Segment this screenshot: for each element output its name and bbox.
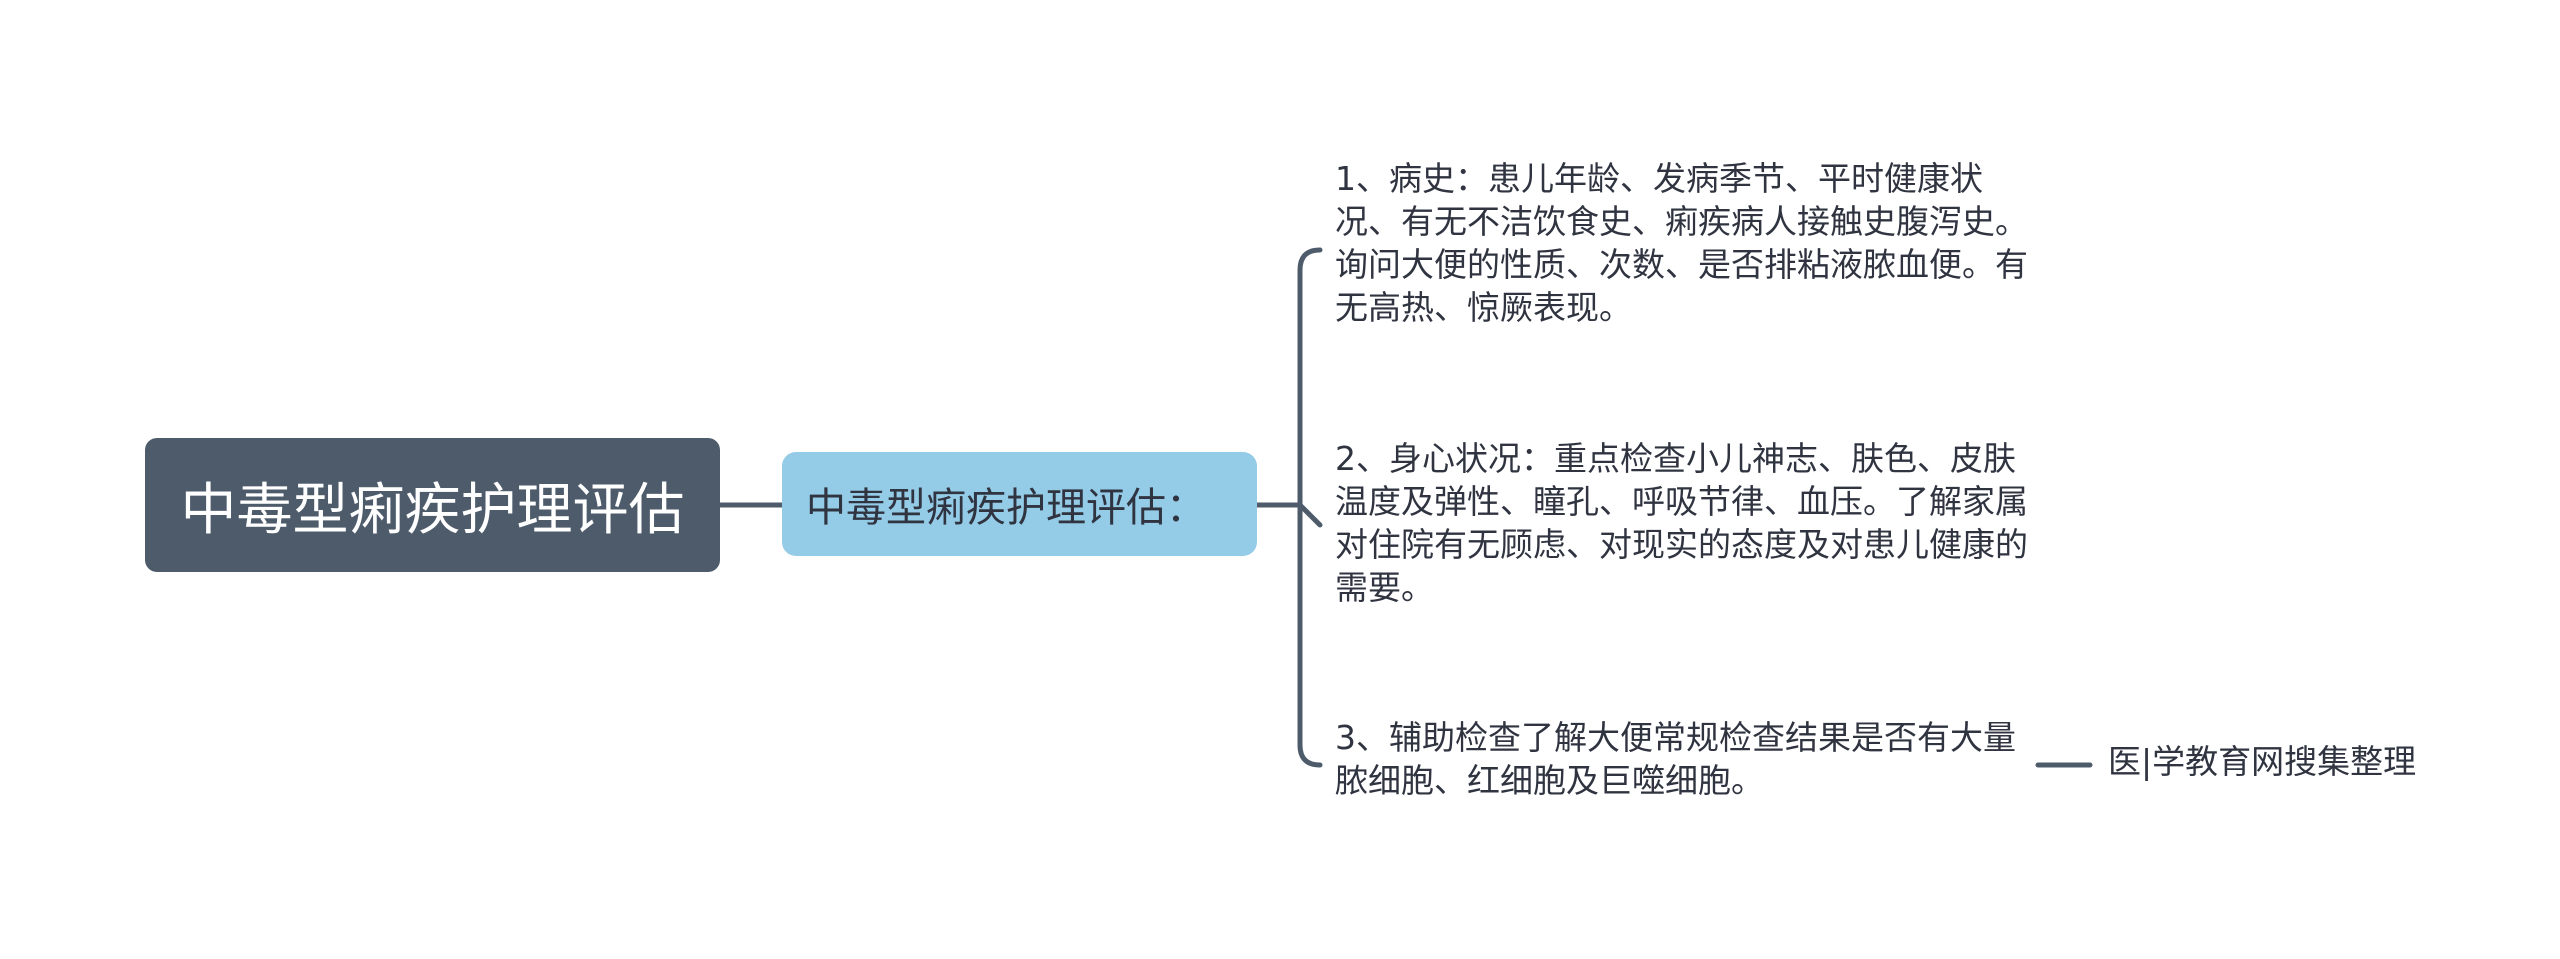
source-note[interactable]: 医|学教育网搜集整理 bbox=[2108, 740, 2416, 783]
leaf-topic-auxiliary-exam-text: 3、辅助检查了解大便常规检查结果是否有大量脓细胞、红细胞及巨噬细胞。 bbox=[1335, 718, 2016, 800]
leaf-topic-physical-mental-status-text: 2、身心状况：重点检查小儿神志、肤色、皮肤温度及弹性、瞳孔、呼吸节律、血压。了解… bbox=[1335, 439, 2028, 607]
subtopic-node[interactable]: 中毒型痢疾护理评估： bbox=[782, 452, 1257, 556]
leaf-topic-history[interactable]: 1、病史：患儿年龄、发病季节、平时健康状况、有无不洁饮食史、痢疾病人接触史腹泻史… bbox=[1335, 157, 2035, 329]
subtopic-label: 中毒型痢疾护理评估： bbox=[806, 485, 1206, 531]
leaf-topic-auxiliary-exam[interactable]: 3、辅助检查了解大便常规检查结果是否有大量脓细胞、红细胞及巨噬细胞。 bbox=[1335, 716, 2035, 802]
leaf-topic-physical-mental-status[interactable]: 2、身心状况：重点检查小儿神志、肤色、皮肤温度及弹性、瞳孔、呼吸节律、血压。了解… bbox=[1335, 437, 2035, 609]
branch-bracket bbox=[1297, 247, 1323, 768]
root-topic[interactable]: 中毒型痢疾护理评估 bbox=[145, 438, 720, 572]
source-note-text: 医|学教育网搜集整理 bbox=[2108, 742, 2417, 781]
root-topic-label: 中毒型痢疾护理评估 bbox=[180, 477, 685, 543]
leaf-topic-history-text: 1、病史：患儿年龄、发病季节、平时健康状况、有无不洁饮食史、痢疾病人接触史腹泻史… bbox=[1335, 159, 2028, 327]
